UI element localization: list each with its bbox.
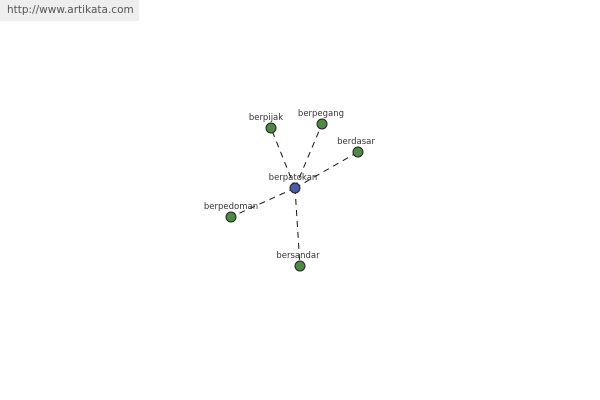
- node-label-berdasar[interactable]: berdasar: [337, 137, 375, 147]
- edge-berdasar: [294, 151, 359, 189]
- source-url-link[interactable]: http://www.artikata.com: [7, 4, 134, 16]
- source-url-bar: http://www.artikata.com: [0, 0, 139, 21]
- edge-berpedoman: [230, 187, 296, 218]
- center-node-berpatokan[interactable]: [289, 182, 301, 194]
- edge-bersandar: [294, 187, 301, 267]
- node-label-bersandar[interactable]: bersandar: [276, 251, 320, 261]
- node-berpedoman[interactable]: [225, 211, 237, 223]
- node-label-berpegang[interactable]: berpegang: [298, 109, 344, 119]
- center-node-label[interactable]: berpatokan: [269, 173, 318, 183]
- node-label-berpijak[interactable]: berpijak: [249, 113, 283, 123]
- node-label-berpedoman[interactable]: berpedoman: [204, 202, 258, 212]
- edges-group: [230, 123, 359, 267]
- labels-group: berpijak berpegang berdasar berpedoman bersa…: [204, 109, 375, 261]
- node-berdasar[interactable]: [352, 146, 364, 158]
- nodes-group: [225, 118, 364, 272]
- node-berpijak[interactable]: [265, 122, 277, 134]
- node-berpegang[interactable]: [316, 118, 328, 130]
- node-bersandar[interactable]: [294, 260, 306, 272]
- edge-berpegang: [294, 123, 323, 189]
